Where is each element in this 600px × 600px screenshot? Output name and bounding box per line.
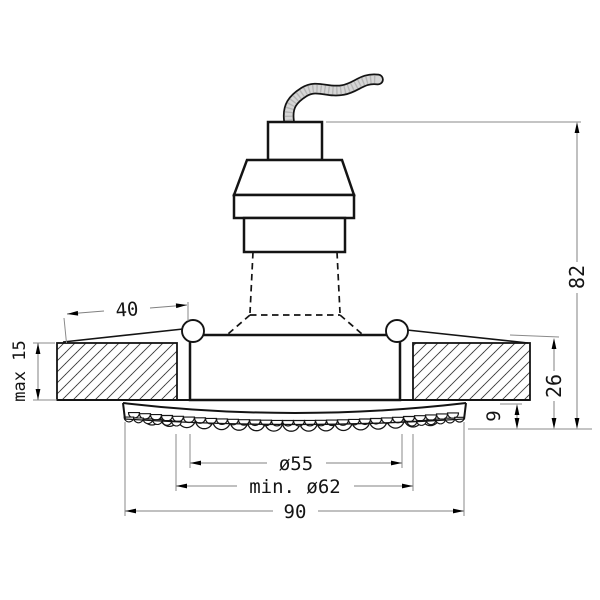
dimension-55-label: ø55 — [279, 453, 313, 475]
spring-clip-arm-left — [62, 328, 184, 343]
spring-clip-pivot-left — [181, 319, 205, 343]
fixture-can-body — [188, 333, 402, 402]
dimension-max-15: max 15 — [10, 340, 55, 402]
spring-clip-pivot-right — [385, 319, 409, 343]
lamp-band — [232, 193, 356, 220]
dimension-9: 9 — [483, 404, 520, 429]
dimension-82: 82 — [565, 122, 589, 429]
lamp-shoulder — [232, 158, 356, 197]
dimension-55: ø55 — [189, 434, 403, 475]
dimension-90: 90 — [124, 422, 465, 523]
dimension-62-label: min. ø62 — [249, 476, 341, 498]
trim-bead — [281, 419, 295, 427]
dimension-62: min. ø62 — [175, 434, 414, 498]
dimension-max-15-label: max 15 — [10, 340, 30, 401]
crystal-trim — [122, 402, 467, 432]
dimension-9-label: 9 — [483, 410, 505, 421]
dimension-40-label: 40 — [115, 298, 139, 322]
lamp-bulb — [232, 120, 356, 254]
dimension-40: 40 — [63, 298, 189, 344]
lamp-neck — [242, 216, 347, 254]
ceiling-section-right — [412, 342, 531, 401]
hidden-socket-outline — [227, 251, 363, 335]
dimension-82-label: 82 — [565, 265, 589, 289]
trim-bead — [292, 419, 306, 427]
extension-line-26-top — [509, 334, 560, 338]
dimension-26: 26 — [542, 338, 566, 429]
dimension-90-label: 90 — [284, 501, 307, 523]
dimension-26-label: 26 — [542, 374, 566, 398]
ceiling-section-left — [56, 342, 178, 401]
power-cable — [282, 73, 384, 127]
spring-clip-arm-right — [406, 329, 529, 344]
lamp-base-block — [266, 120, 324, 162]
